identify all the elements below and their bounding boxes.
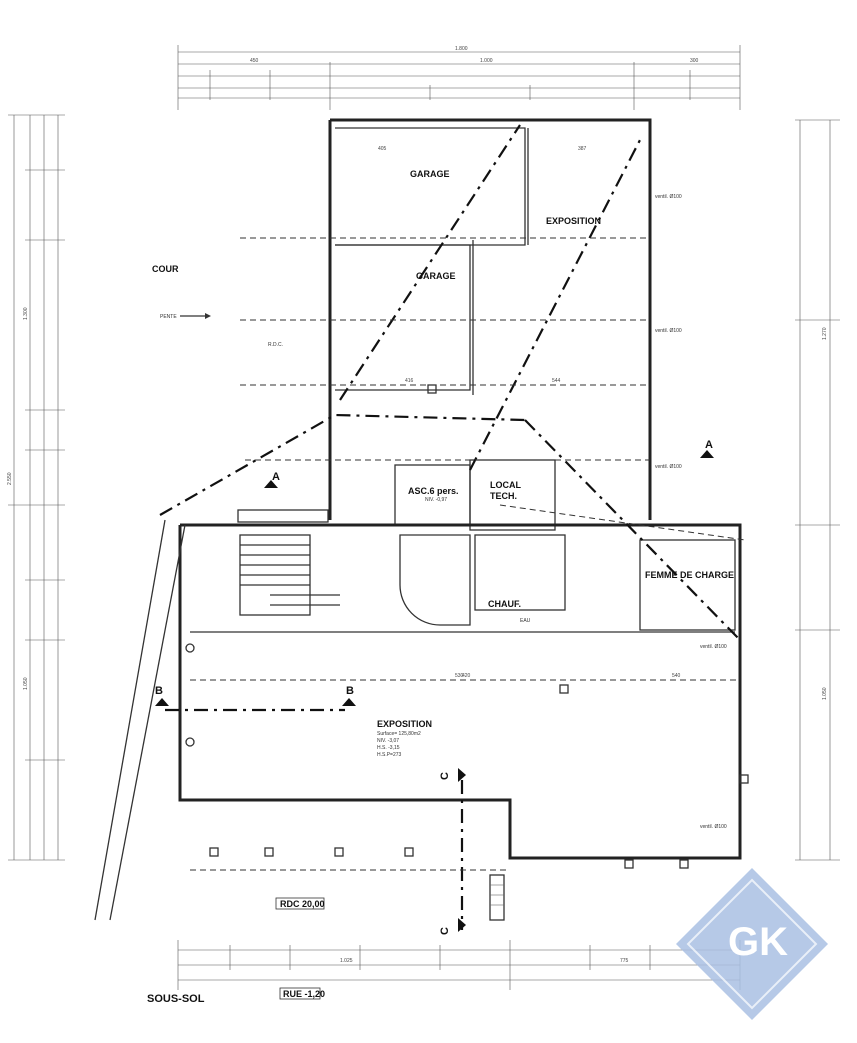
room-garage-top: GARAGE <box>410 169 450 179</box>
dim-mid-420: 420 <box>462 673 471 679</box>
gk-logo-letters: GK <box>728 920 788 964</box>
room-exposition-main: EXPOSITION <box>377 719 432 729</box>
section-a-left: A <box>272 471 280 483</box>
room-chauf: CHAUF. <box>488 599 521 609</box>
room-local-tech-line1: LOCAL <box>490 480 521 490</box>
dim-right-1: 1.270 <box>822 327 828 340</box>
dim-mid-544: 544 <box>552 378 561 384</box>
dim-right-2: 1.050 <box>822 687 828 700</box>
section-a-right-marker <box>700 450 714 458</box>
left-dimension-lines: 2.550 1.300 1.050 <box>7 114 65 861</box>
eau-label: EAU <box>520 618 531 624</box>
section-c-bottom-marker <box>458 918 466 932</box>
sous-sol-title: SOUS-SOL <box>147 993 205 1005</box>
staircase <box>239 534 340 616</box>
ventil-label-5: ventil. Ø100 <box>700 824 727 830</box>
interior-dimensions: 530 540 544 416 387 405 420 <box>378 146 681 679</box>
pente-label: PENTE <box>160 314 177 320</box>
dim-mid-540: 540 <box>672 673 681 679</box>
dim-left-2: 1.050 <box>23 677 29 690</box>
dashed-lines <box>159 124 746 930</box>
room-asc: ASC.6 pers. <box>408 486 459 496</box>
dim-top-1: 450 <box>250 58 259 64</box>
room-exposition-top: EXPOSITION <box>546 216 601 226</box>
dim-bottom-2: 775 <box>620 958 629 964</box>
dim-mid-530: 530 <box>455 673 464 679</box>
room-labels: GARAGE GARAGE EXPOSITION COUR ASC.6 pers… <box>152 169 734 830</box>
access-ramp <box>94 519 186 921</box>
section-markers: A A B B C C <box>155 439 714 935</box>
dim-mid-416: 416 <box>405 378 414 384</box>
gk-logo: GK <box>676 868 828 1020</box>
ventil-label-4: ventil. Ø100 <box>700 644 727 650</box>
asc-level: NIV. -0,97 <box>425 497 447 503</box>
rue-level: RUE -1,20 <box>283 989 325 999</box>
section-c-top-marker <box>458 768 466 782</box>
section-a-left-marker <box>264 480 278 488</box>
gk-logo-diamond <box>676 868 828 1020</box>
section-b-left-marker <box>155 698 169 706</box>
section-b-right-marker <box>342 698 356 706</box>
ventil-label-2: ventil. Ø100 <box>655 328 682 334</box>
dim-top-2: 1.000 <box>480 58 493 64</box>
dim-mid-387: 387 <box>578 146 587 152</box>
footer-labels: SOUS-SOL RUE -1,20 RDC 20,00 <box>147 897 325 1005</box>
room-femme-de-charge: FEMME DE CHARGE <box>645 570 734 580</box>
section-b-right: B <box>346 685 354 697</box>
ventil-label-3: ventil. Ø100 <box>655 464 682 470</box>
top-dimension-lines: 1.800 450 1.000 300 <box>177 45 741 110</box>
section-c-top: C <box>439 772 451 780</box>
rdc-note: R.D.C. <box>268 342 283 348</box>
dim-top-3: 300 <box>690 58 699 64</box>
exposition-detail-1: Surface= 125,80m2 <box>377 731 421 737</box>
exposition-detail-2: NIV. -3,07 <box>377 738 399 744</box>
dim-left-1: 1.300 <box>23 307 29 320</box>
room-garage-bottom: GARAGE <box>416 271 456 281</box>
rdc-level: RDC 20,00 <box>280 899 325 909</box>
footing-pads <box>209 847 689 921</box>
dim-bottom-1: 1.025 <box>340 958 353 964</box>
exposition-detail-4: H.S.P=273 <box>377 752 402 758</box>
exposition-detail-3: H.S. -3,15 <box>377 745 400 751</box>
ventil-label-1: ventil. Ø100 <box>655 194 682 200</box>
building-walls <box>178 118 749 860</box>
room-cour: COUR <box>152 264 179 274</box>
dim-left-total: 2.550 <box>7 472 13 485</box>
right-dimension-lines: 1.270 1.050 <box>795 119 840 861</box>
room-local-tech-line2: TECH. <box>490 491 517 501</box>
bottom-dimension-lines: 1.025 775 <box>177 940 741 990</box>
section-c-bottom: C <box>439 927 451 935</box>
dim-top-total: 1.800 <box>455 46 468 52</box>
dim-mid-405: 405 <box>378 146 387 152</box>
section-a-right: A <box>705 439 713 451</box>
section-b-left: B <box>155 685 163 697</box>
